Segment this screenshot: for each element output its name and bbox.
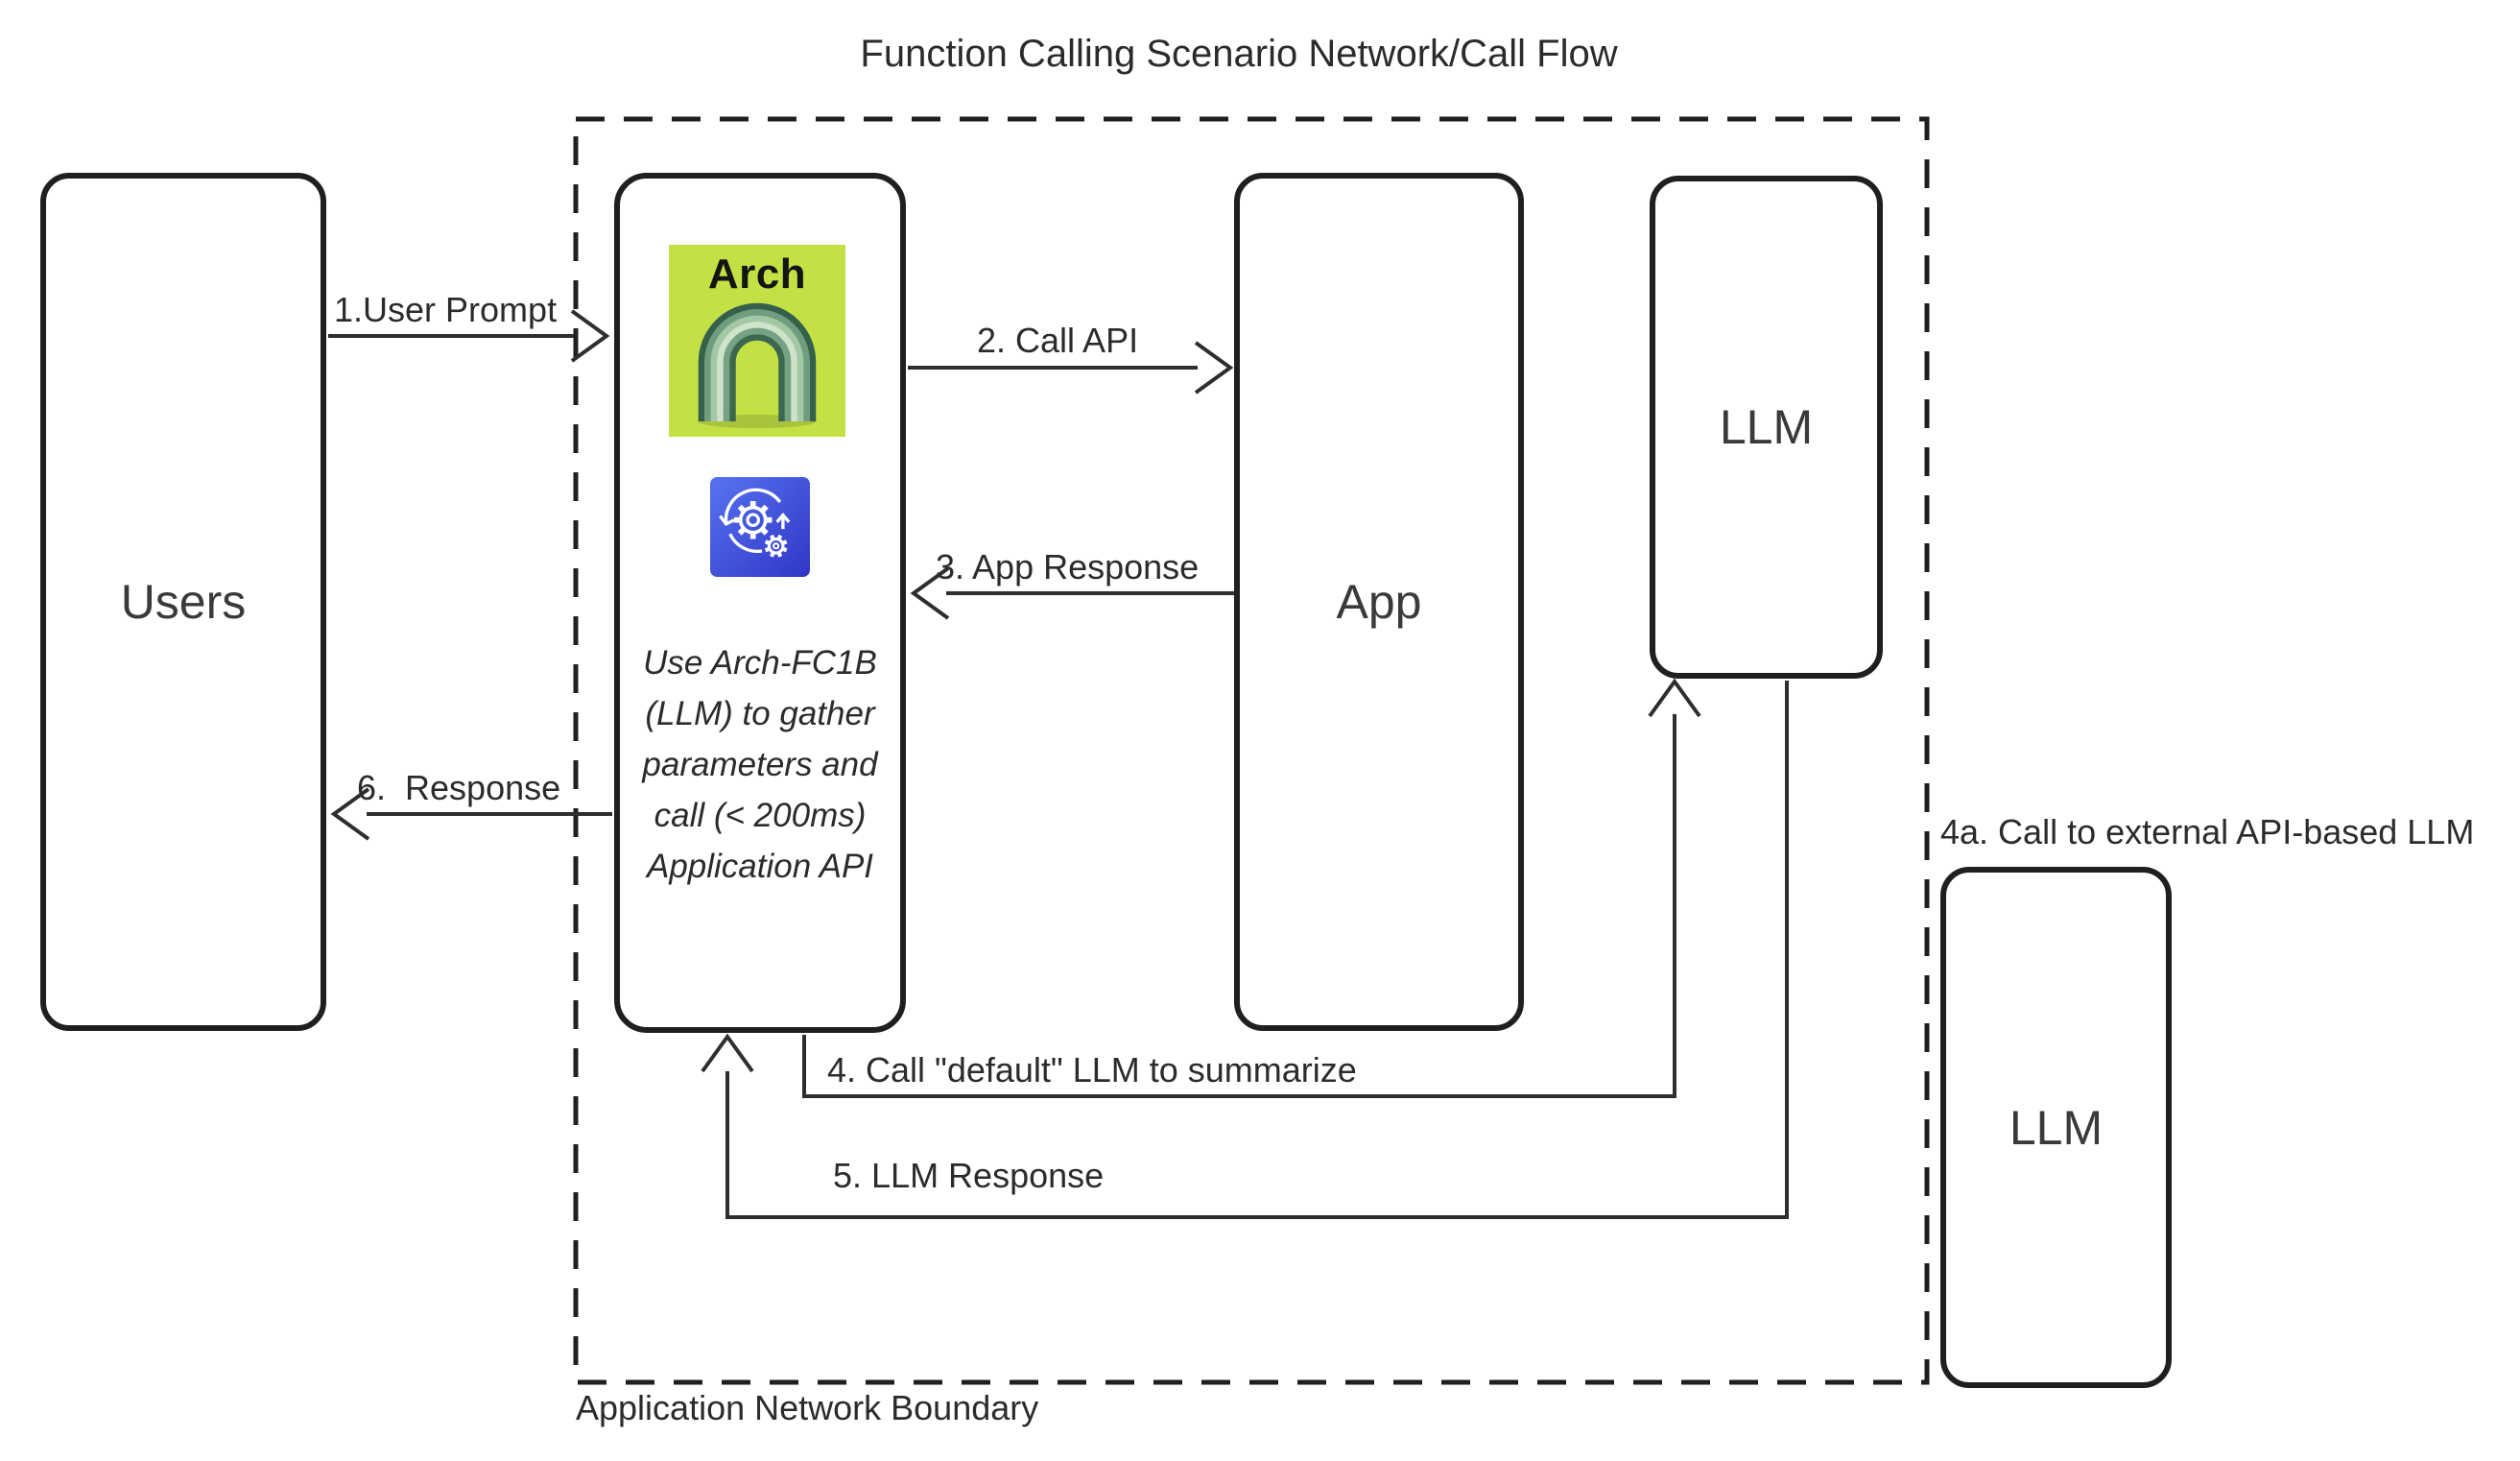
llm-internal-label: LLM: [1719, 400, 1814, 454]
application-network-boundary-box: [573, 116, 1930, 1385]
edge-label-user-prompt: 1.User Prompt: [334, 290, 558, 329]
edge-label-app-response: 3. App Response: [936, 547, 1200, 587]
gears-sync-icon: [710, 477, 810, 577]
llm-external-label: LLM: [2009, 1100, 2104, 1155]
edge-label-call-external-llm: 4a. Call to external API-based LLM: [1940, 812, 2475, 851]
diagram-title: Function Calling Scenario Network/Call F…: [860, 33, 1618, 75]
arrowhead-up-icon: [1648, 678, 1701, 718]
arch-logo-wordmark: Arch: [707, 251, 807, 298]
app-label: App: [1336, 575, 1422, 629]
node-arch: Arch: [614, 173, 906, 1033]
arch-gateway-logo: Arch: [669, 245, 845, 437]
node-llm-external: LLM: [1940, 867, 2172, 1388]
node-app: App: [1234, 173, 1524, 1031]
edge-1-user-prompt: [328, 309, 610, 363]
edge-label-llm-response: 5. LLM Response: [833, 1156, 1105, 1195]
edge-4-call-default-llm: [802, 678, 1701, 1098]
arrowhead-left-icon: [330, 787, 370, 841]
arrowhead-right-icon: [570, 309, 610, 363]
arch-note-line: (LLM) to gather: [645, 695, 875, 732]
arch-note-line: call (< 200ms): [654, 797, 867, 834]
node-users: Users: [40, 173, 326, 1031]
node-llm-internal: LLM: [1650, 176, 1883, 679]
arch-ribbons-icon: [698, 302, 817, 428]
edge-label-call-default-llm: 4. Call "default" LLM to summarize: [827, 1050, 1357, 1090]
arrowhead-right-icon: [1194, 341, 1234, 395]
arrowhead-left-icon: [910, 566, 950, 620]
arch-note-line: Use Arch-FC1B: [643, 644, 877, 682]
edge-label-response: 6. Response: [357, 768, 561, 807]
arch-note: Use Arch-FC1B (LLM) to gather parameters…: [622, 637, 898, 892]
users-label: Users: [120, 575, 247, 629]
edge-6-response: [330, 787, 612, 841]
edge-5-llm-response: [701, 681, 1789, 1219]
arch-note-line: Application API: [646, 848, 874, 885]
arrowhead-up-icon: [701, 1033, 754, 1073]
edge-3-app-response: [910, 566, 1234, 620]
application-network-boundary-label: Application Network Boundary: [576, 1388, 1039, 1427]
edge-2-call-api: [908, 341, 1234, 395]
edge-label-call-api: 2. Call API: [977, 321, 1139, 360]
arch-note-line: parameters and: [642, 746, 878, 783]
